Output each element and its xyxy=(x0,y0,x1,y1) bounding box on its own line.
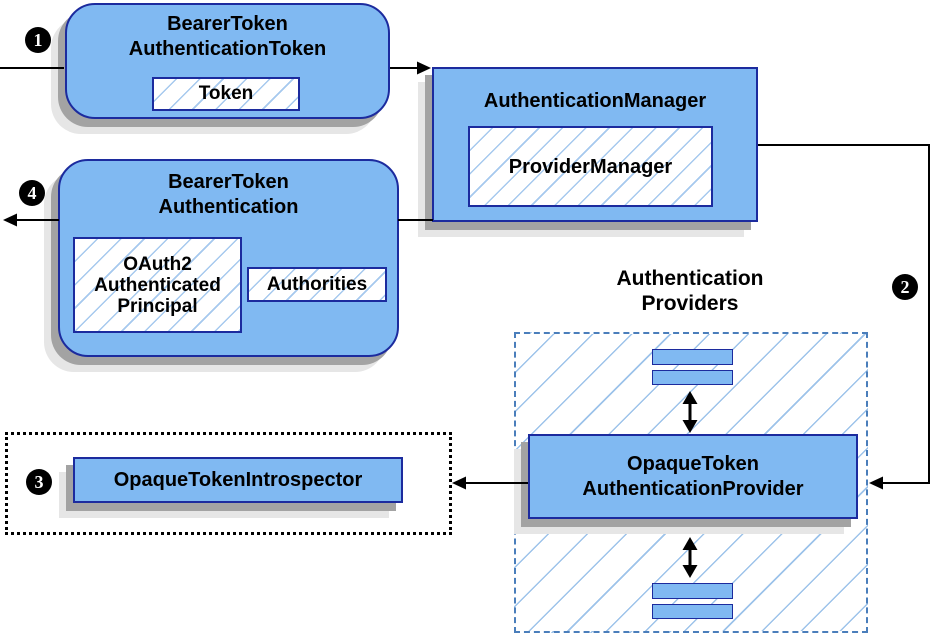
authorities-chip: Authorities xyxy=(247,267,387,302)
token-chip: Token xyxy=(152,77,300,111)
title-line-1: OpaqueToken xyxy=(627,452,759,475)
step-3-badge: 3 xyxy=(26,469,52,495)
title-line-1: BearerToken xyxy=(168,171,289,193)
provider-bar-bottom-2 xyxy=(652,604,733,619)
oauth2-authenticated-principal-chip: OAuth2 Authenticated Principal xyxy=(73,237,242,333)
manager-to-provider-arrowhead-icon xyxy=(869,476,883,490)
provider-to-introspector-arrowhead-icon xyxy=(452,476,466,490)
node-title: OpaqueToken AuthenticationProvider xyxy=(582,452,803,502)
label-line-2: Providers xyxy=(641,292,739,315)
authentication-out-arrowhead-icon xyxy=(3,213,17,227)
opaque-token-introspector-container xyxy=(5,432,452,535)
token-chip-label: Token xyxy=(198,83,254,104)
authentication-providers-label: Authentication Providers xyxy=(590,266,790,316)
title-line-2: Authentication xyxy=(158,196,299,218)
token-to-manager-arrowhead-icon xyxy=(417,61,431,75)
principal-line-2: Authenticated xyxy=(94,274,221,296)
principal-line-3: Principal xyxy=(117,295,198,317)
title-line-1: BearerToken xyxy=(167,13,288,35)
node-title: AuthenticationManager xyxy=(483,90,707,112)
node-title: OpaqueTokenIntrospector xyxy=(113,468,363,491)
step-2-badge: 2 xyxy=(892,274,918,300)
node-bearer-token-authentication-token: BearerToken AuthenticationToken Token xyxy=(65,3,390,119)
label-line-1: Authentication xyxy=(616,267,764,290)
node-title: BearerToken Authentication xyxy=(60,170,397,220)
title-line-2: AuthenticationProvider xyxy=(582,477,804,500)
node-authentication-manager: AuthenticationManager ProviderManager xyxy=(432,67,758,222)
step-4-badge: 4 xyxy=(19,180,45,206)
provider-bar-bottom-1 xyxy=(652,583,733,599)
node-opaque-token-authentication-provider: OpaqueToken AuthenticationProvider xyxy=(528,434,858,519)
principal-line-1: OAuth2 xyxy=(123,253,192,275)
node-opaque-token-introspector: OpaqueTokenIntrospector xyxy=(73,457,403,503)
node-bearer-token-authentication: BearerToken Authentication OAuth2 Authen… xyxy=(58,159,399,357)
provider-manager-chip-label: ProviderManager xyxy=(508,155,673,178)
provider-manager-chip: ProviderManager xyxy=(468,126,713,207)
authorities-chip-label: Authorities xyxy=(266,273,368,295)
node-title: BearerToken AuthenticationToken xyxy=(67,12,388,62)
provider-bar-top-1 xyxy=(652,349,733,365)
provider-bar-top-2 xyxy=(652,370,733,385)
step-1-badge: 1 xyxy=(25,27,51,53)
title-line-2: AuthenticationToken xyxy=(128,38,327,60)
